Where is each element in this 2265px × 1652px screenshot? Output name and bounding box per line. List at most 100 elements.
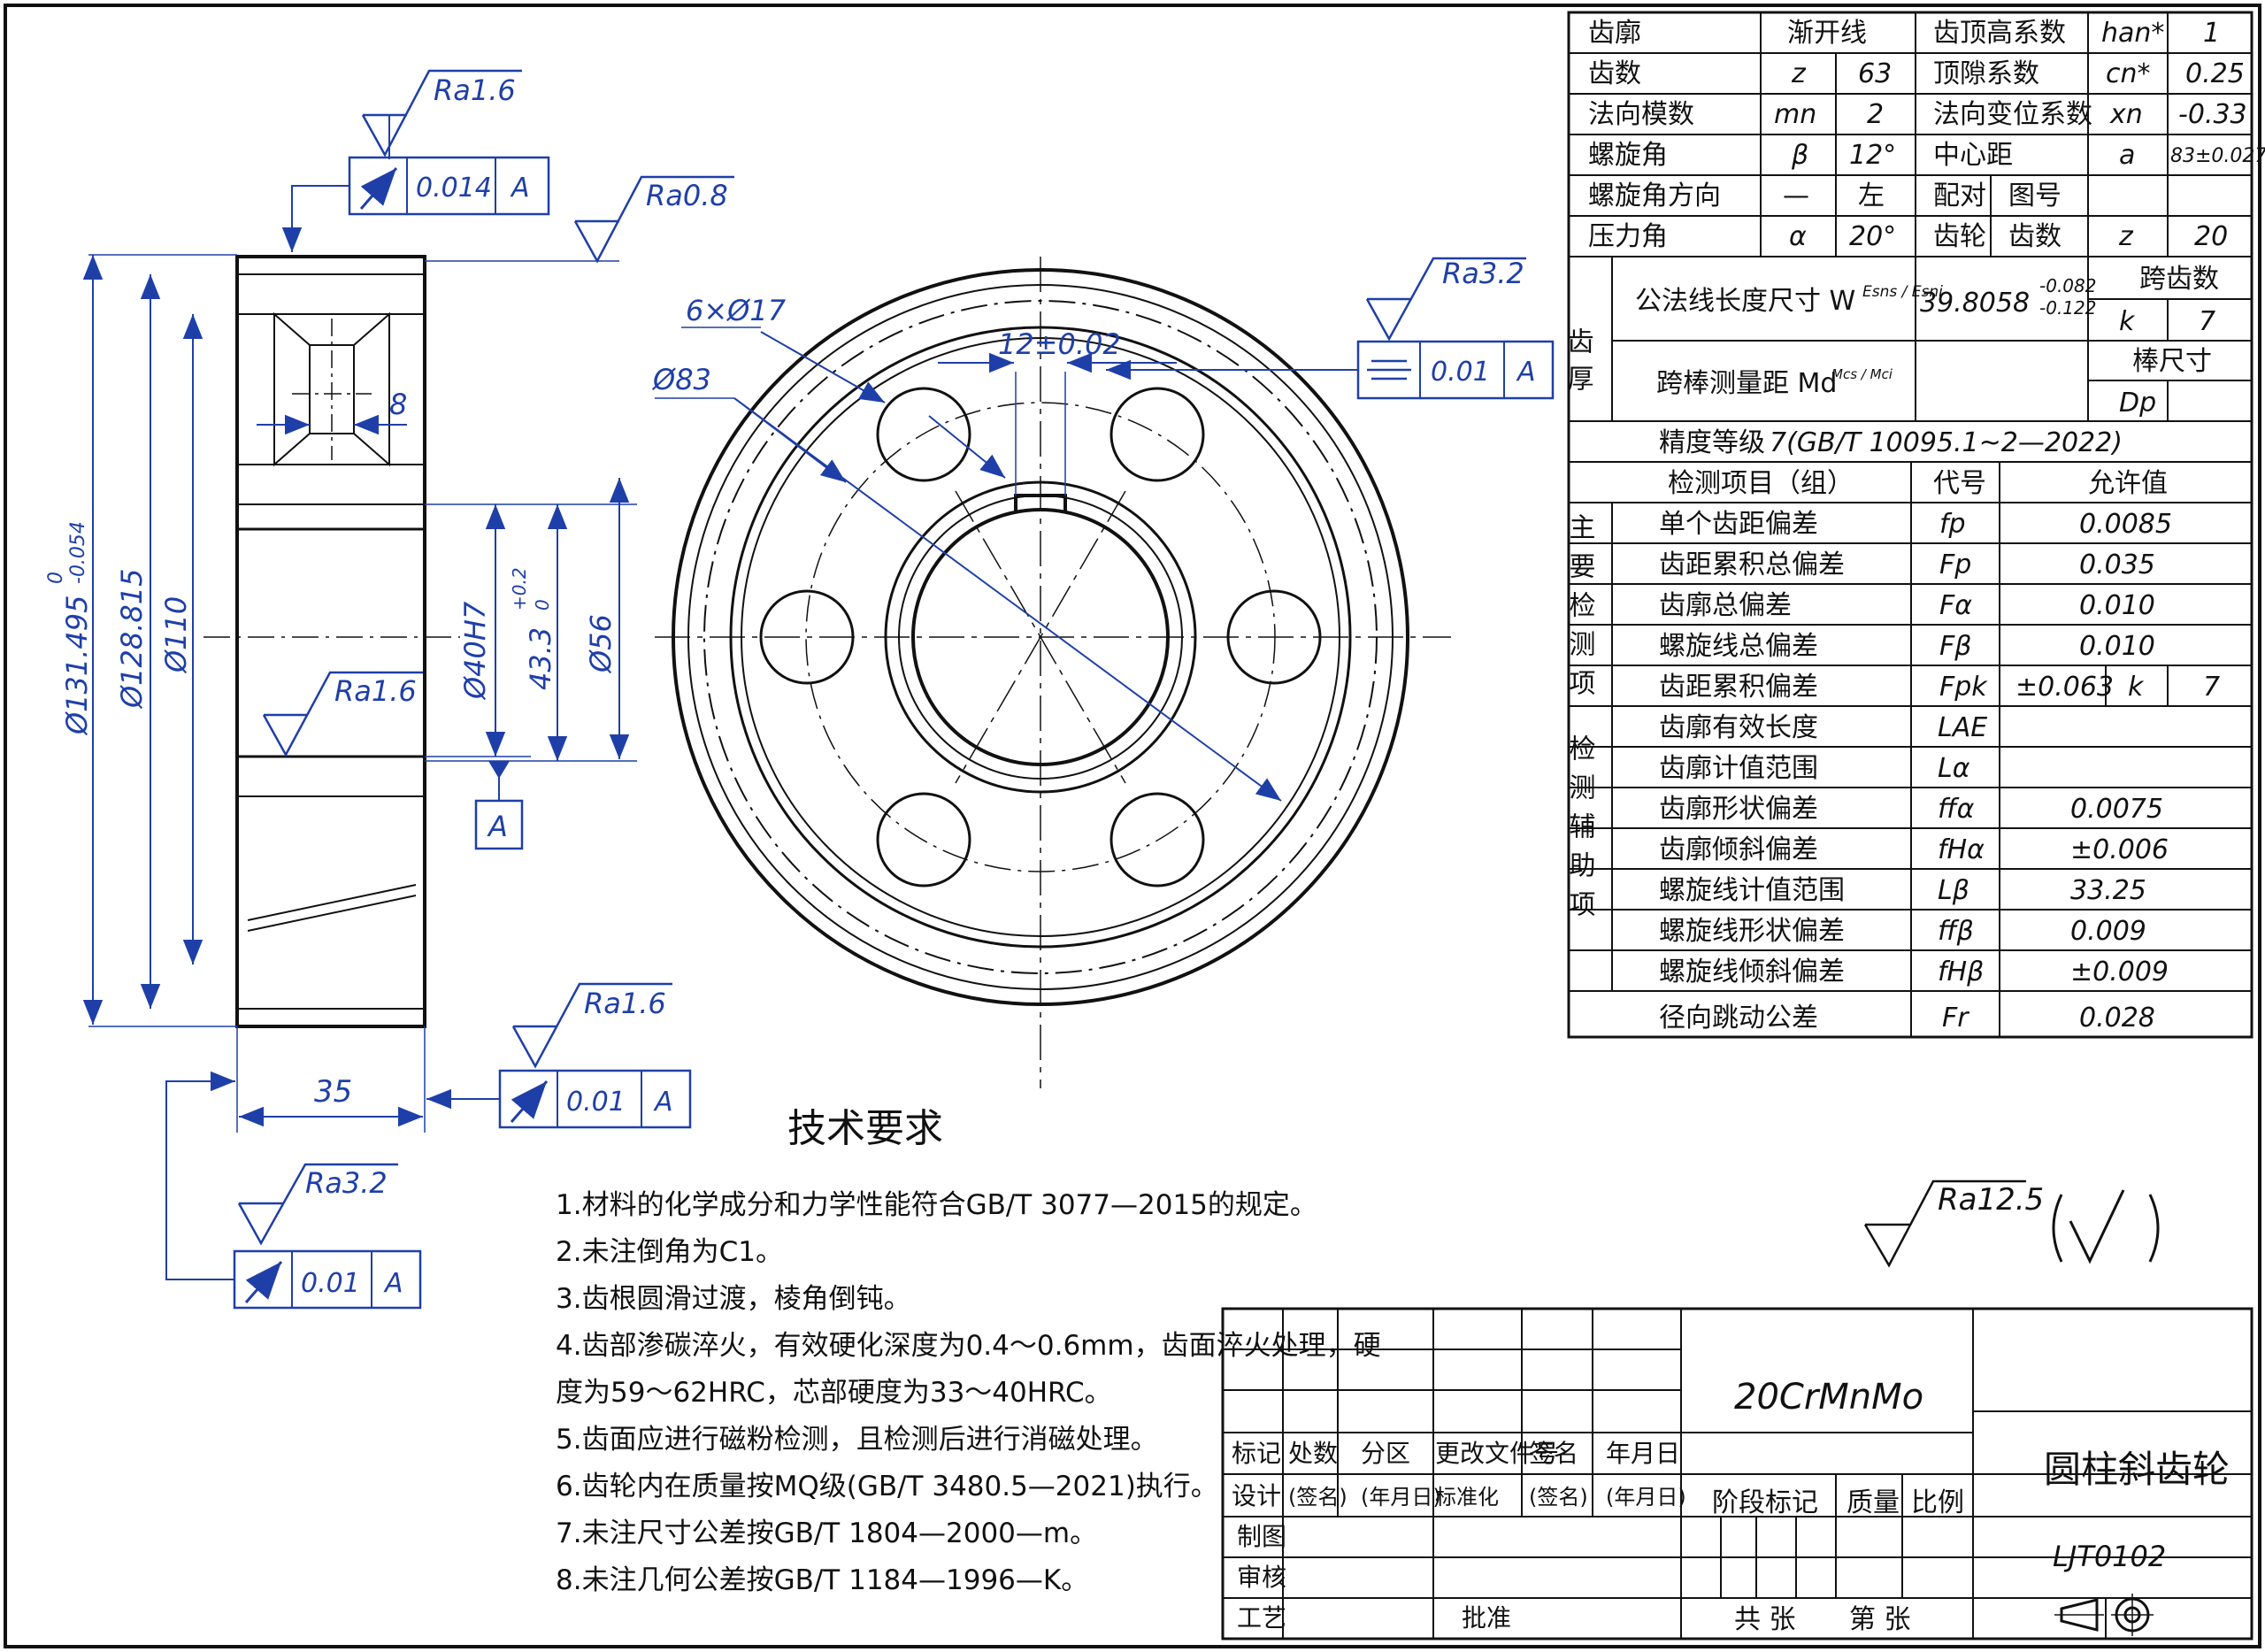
dim-width-35: 35 — [314, 1074, 352, 1110]
part-name: 圆柱斜齿轮 — [2044, 1448, 2230, 1491]
aux-item-code: Lα — [1938, 753, 1970, 784]
tech-req-item: 8.未注几何公差按GB/T 1184—1996—K。 — [556, 1564, 1088, 1596]
main-item-name: 齿距累积总偏差 — [1659, 549, 1845, 580]
row-teeth-label: 齿数 — [1588, 58, 1641, 89]
tb-sheets-total: 共 张 — [1734, 1604, 1796, 1635]
fcf-bottom-tol: 0.01 — [566, 1087, 626, 1118]
row-hand-value: 左 — [1858, 181, 1885, 211]
key-width-dim: 12±0.02 — [998, 327, 1121, 361]
tech-req-item: 4.齿部渗碳淬火，有效硬化深度为0.4～0.6mm，齿面淬火处理，硬 — [556, 1330, 1381, 1362]
row-profile-label: 齿廓 — [1588, 18, 1641, 49]
row-helix-label: 螺旋角 — [1588, 140, 1668, 171]
tech-req-item: 度为59～62HRC，芯部硬度为33～40HRC。 — [556, 1377, 1112, 1409]
tb-row1-cell: 标记 — [1232, 1439, 1281, 1468]
dim-od-131-lower: -0.054 — [67, 521, 89, 584]
ra-side: Ra1.6 — [584, 987, 666, 1020]
ra-bore: Ra1.6 — [334, 674, 417, 708]
ball-dia-symbol: Dp — [2119, 388, 2156, 419]
row-pressure-label: 压力角 — [1588, 221, 1668, 252]
row-shift-value: -0.33 — [2178, 99, 2247, 130]
material-name: 20CrMnMo — [1734, 1377, 1923, 1418]
aux-item-name: 齿廓有效长度 — [1659, 712, 1818, 743]
ra-top: Ra1.6 — [434, 73, 516, 107]
tb-row2-cell: (签名) — [1288, 1485, 1347, 1510]
ra-face: Ra0.8 — [646, 179, 728, 212]
accuracy-label: 精度等级 — [1659, 427, 1765, 458]
main-item-code: Fβ — [1939, 631, 1971, 662]
dim-width-8: 8 — [389, 388, 407, 421]
tb-scale: 比例 — [1911, 1487, 1964, 1518]
aux-item-code: LAE — [1938, 712, 1987, 743]
row-addendum-value: 1 — [2203, 18, 2220, 49]
tb-row1-cell: 签名 — [1529, 1439, 1578, 1468]
row-module-value: 2 — [1867, 99, 1884, 130]
aux-item-value: 0.0075 — [2070, 794, 2163, 825]
aux-group-label: 检测辅助项 — [1564, 734, 1596, 929]
tb-row1-cell: 更改文件号 — [1435, 1439, 1559, 1468]
tb-row2-cell: 标准化 — [1435, 1485, 1499, 1510]
technical-requirements: 技术要求 1.材料的化学成分和力学性能符合GB/T 3077—2015的规定。2… — [556, 1106, 1381, 1596]
gear-spec-table: 齿廓 渐开线 齿顶高系数 han* 1 齿数 z 63 顶隙系数 cn* 0.2… — [1562, 11, 2265, 1039]
tb-stage: 阶段标记 — [1712, 1487, 1818, 1518]
dim-hub-56: Ø56 — [584, 614, 618, 674]
tech-req-item: 3.齿根圆滑过渡，棱角倒钝。 — [556, 1283, 911, 1315]
main-item-code: Fpk — [1939, 672, 1988, 703]
span-count-label: 跨齿数 — [2139, 264, 2219, 295]
tb-process: 工艺 — [1237, 1603, 1286, 1633]
ball-measure-label: 跨棒测量距 Md — [1656, 368, 1837, 399]
ball-measure-sub: Mcs / Mci — [1831, 366, 1893, 382]
row-pressure-symbol: α — [1789, 221, 1807, 252]
tb-row1-cell: 年月日 — [1606, 1439, 1680, 1468]
drawing-number: LJT0102 — [2053, 1540, 2166, 1573]
insp-header-item: 检测项目（组） — [1668, 468, 1854, 499]
row-hand-symbol: — — [1783, 181, 1809, 211]
dim-pitch-128: Ø128.815 — [115, 568, 149, 710]
tech-req-item: 6.齿轮内在质量按MQ级(GB/T 3480.5—2021)执行。 — [556, 1471, 1218, 1502]
runout-name: 径向跳动公差 — [1659, 1003, 1818, 1033]
row-shift-symbol: xn — [2109, 99, 2143, 130]
gear-front-view: 12±0.02 6×Ø17 Ø83 Ra3.2 0.01 A — [651, 257, 1555, 1088]
row-addendum-label: 齿顶高系数 — [1933, 18, 2066, 49]
dim-key-433-lower: 0 — [532, 599, 553, 611]
main-item-code: Fp — [1939, 549, 1971, 580]
row-helix-value: 12° — [1849, 140, 1896, 171]
tb-row2-cell: (签名) — [1529, 1485, 1588, 1510]
holes-label: 6×Ø17 — [686, 294, 787, 327]
aux-item-name: 螺旋线计值范围 — [1659, 875, 1845, 906]
main-item-name: 单个齿距偏差 — [1659, 509, 1818, 540]
row-center-symbol: a — [2119, 140, 2135, 171]
title-block: 20CrMnMo 圆柱斜齿轮 LJT0102 标记处数分区更改文件号签名年月日 … — [1221, 1307, 2253, 1640]
aux-item-name: 齿廓计值范围 — [1659, 753, 1818, 784]
tech-req-item: 1.材料的化学成分和力学性能符合GB/T 3077—2015的规定。 — [556, 1189, 1317, 1221]
tb-review: 审核 — [1237, 1563, 1286, 1592]
row-mate-teeth-label: 齿数 — [2008, 221, 2062, 252]
tech-req-title: 技术要求 — [787, 1106, 943, 1151]
tb-sheet-no: 第 张 — [1849, 1604, 1911, 1635]
span-upper-dev: -0.082 — [2039, 275, 2096, 296]
tb-mass: 质量 — [1847, 1487, 1900, 1518]
fcf-top-tol: 0.014 — [416, 173, 492, 204]
row-addendum-symbol: han* — [2101, 18, 2164, 49]
span-lower-dev: -0.122 — [2039, 297, 2096, 319]
fcf-left-tol: 0.01 — [301, 1268, 360, 1299]
aux-item-value: 0.009 — [2070, 916, 2146, 947]
fcf-bottom-datum: A — [653, 1087, 673, 1118]
main-item-name: 齿廓总偏差 — [1659, 590, 1792, 621]
insp-header-code: 代号 — [1933, 468, 1986, 499]
span-count-value: 7 — [2199, 306, 2215, 337]
main-item-k-value: 7 — [2203, 672, 2220, 703]
tb-row2-cell: (年月日) — [1606, 1485, 1686, 1510]
insp-header-value: 允许值 — [2088, 468, 2168, 499]
tech-req-item: 5.齿面应进行磁粉检测，且检测后进行消磁处理。 — [556, 1424, 1158, 1456]
main-group-label: 主要检测项 — [1564, 513, 1596, 708]
aux-item-value: 33.25 — [2070, 875, 2146, 906]
main-item-value: ±0.063 — [2015, 672, 2114, 703]
row-module-label: 法向模数 — [1588, 99, 1694, 130]
aux-item-code: ffα — [1938, 794, 1975, 825]
row-helix-symbol: β — [1791, 140, 1808, 171]
row-teeth-value: 63 — [1858, 58, 1892, 89]
tb-approve: 批准 — [1462, 1603, 1511, 1633]
ra-left: Ra3.2 — [305, 1166, 388, 1200]
row-center-label: 中心距 — [1933, 140, 2013, 171]
